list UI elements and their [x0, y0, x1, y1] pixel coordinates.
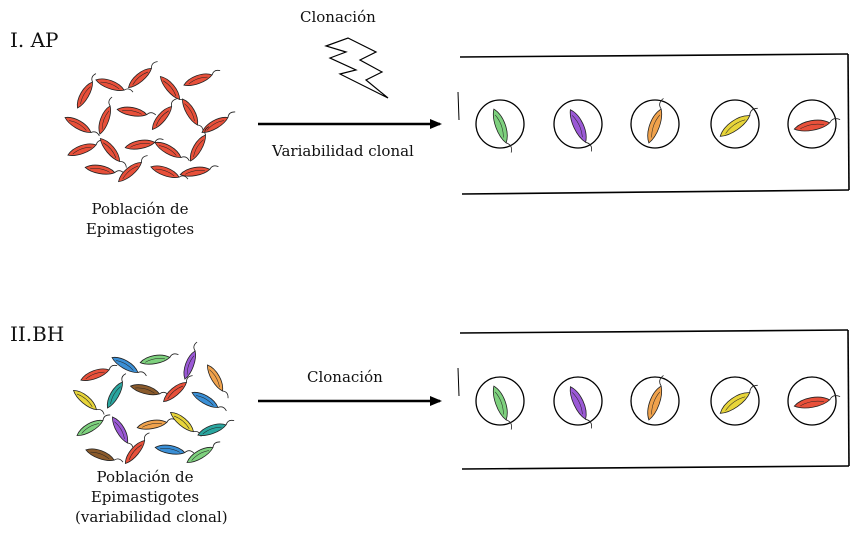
clone-well — [787, 99, 841, 149]
epimastigote-icon — [72, 389, 105, 415]
epimastigote-icon — [76, 73, 97, 109]
clone-box-bh — [457, 329, 850, 470]
clone-well — [630, 98, 680, 149]
epimastigote-icon — [182, 98, 204, 133]
clone-well — [630, 375, 680, 426]
epimastigote-icon — [647, 375, 664, 421]
epimastigote-icon — [569, 386, 593, 429]
epimastigote-icon — [112, 416, 134, 451]
section-ap-title: I. AP — [10, 28, 59, 52]
section-bh-title: II.BH — [10, 322, 65, 346]
epimastigote-icon — [183, 69, 221, 86]
cloning-label-bh: Clonación — [307, 368, 383, 386]
epimastigote-icon — [154, 141, 190, 162]
clone-wells-ap — [475, 98, 841, 153]
epimastigote-icon — [84, 164, 125, 175]
epimastigote-icon — [793, 118, 841, 132]
caption-ap-line2: Epimastigotes — [85, 220, 195, 238]
epimastigote-icon — [719, 384, 758, 414]
epimastigote-icon — [183, 341, 198, 380]
caption-ap-line1: Población de — [91, 200, 189, 218]
epimastigote-icon — [154, 444, 195, 455]
epimastigote-icon — [106, 373, 127, 409]
epimastigote-icon — [179, 165, 219, 177]
clone-well — [475, 99, 525, 153]
epimastigote-icon — [64, 116, 100, 137]
clone-box-ap — [457, 53, 850, 195]
clone-well — [475, 376, 525, 430]
clonal-variability-label: Variabilidad clonal — [272, 142, 414, 160]
epimastigote-icon — [98, 96, 113, 135]
epimastigote-icon — [793, 395, 841, 409]
clone-well — [553, 99, 603, 152]
epimastigote-icon — [207, 364, 229, 399]
epimastigote-icon — [719, 107, 758, 137]
epimastigote-icon — [118, 155, 148, 183]
epimastigote-icon — [67, 139, 105, 156]
lightning-bolt-icon — [324, 37, 389, 99]
epimastigote-icon — [151, 98, 177, 131]
epimastigote-icon — [76, 414, 111, 436]
epimastigote-icon — [95, 78, 134, 93]
epimastigote-icon — [191, 391, 227, 412]
clone-well — [710, 376, 760, 426]
epimastigote-icon — [99, 138, 127, 168]
epimastigote-icon — [189, 126, 210, 162]
caption-bh-line3: (variabilidad clonal) — [75, 508, 228, 526]
parasite-population-bh — [72, 341, 235, 465]
epimastigote-icon — [186, 441, 221, 463]
epimastigote-icon — [136, 418, 176, 430]
epimastigote-icon — [569, 109, 593, 152]
epimastigote-icon — [128, 61, 158, 89]
epimastigote-icon — [647, 98, 664, 144]
clone-well — [710, 99, 760, 149]
clone-wells-bh — [475, 375, 841, 430]
epimastigote-icon — [492, 385, 512, 430]
caption-bh-line2: Epimastigotes — [90, 488, 200, 506]
clone-well — [553, 376, 603, 429]
epimastigote-icon — [139, 353, 179, 365]
clone-well — [787, 376, 841, 426]
epimastigote-icon — [201, 111, 236, 133]
epimastigote-icon — [124, 432, 150, 465]
epimastigote-icon — [492, 108, 512, 153]
epimastigote-icon — [163, 375, 193, 403]
epimastigote-icon — [169, 411, 202, 437]
epimastigote-icon — [116, 106, 157, 117]
epimastigote-icon — [197, 419, 235, 436]
parasite-population-ap — [64, 61, 236, 183]
epimastigote-icon — [85, 448, 124, 463]
epimastigote-icon — [111, 356, 147, 377]
epimastigote-icon — [80, 364, 118, 381]
caption-bh-line1: Población de — [96, 468, 194, 486]
cloning-label-ap: Clonación — [300, 8, 376, 26]
epimastigote-icon — [129, 384, 169, 396]
